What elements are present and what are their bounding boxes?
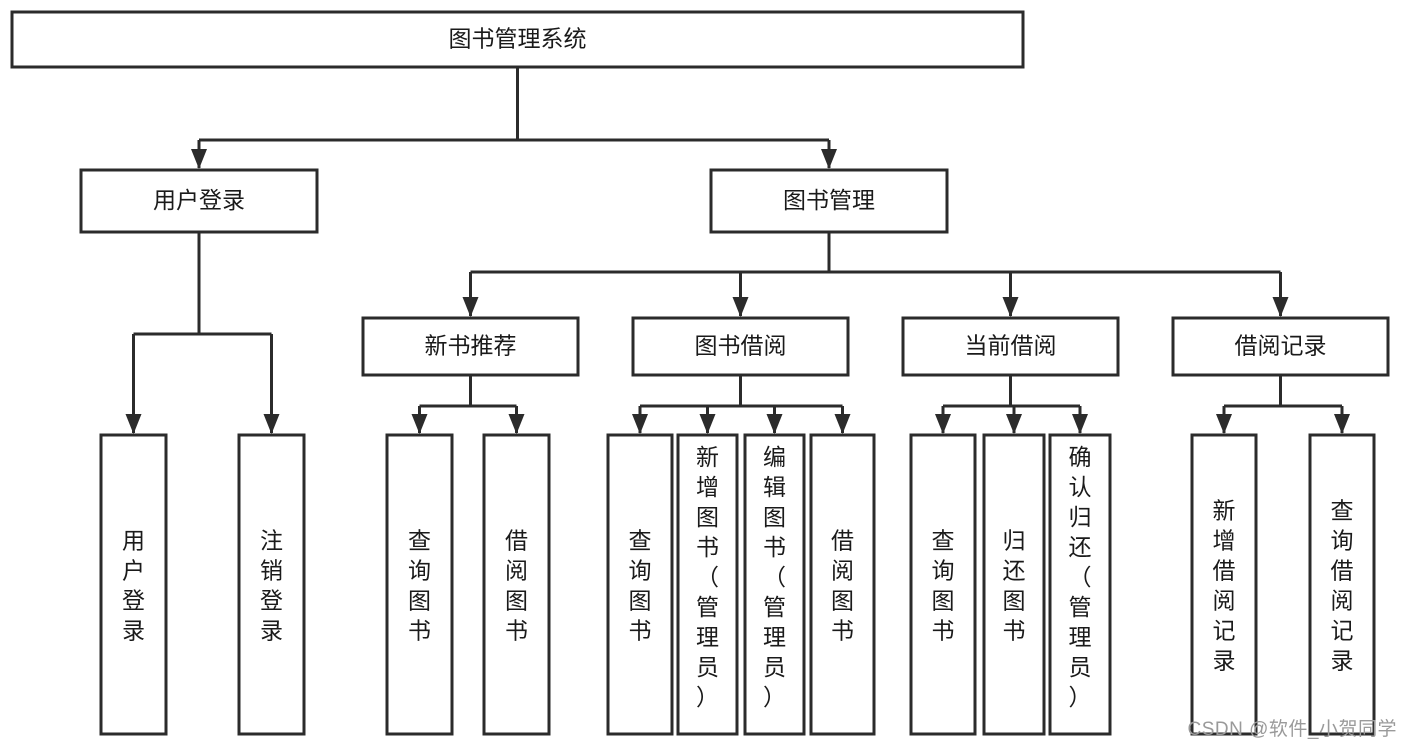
node-borrow-book-2[interactable]: 借阅图书 [809, 433, 876, 736]
node-label: 查询图书 [932, 528, 955, 644]
node-label: 查询借阅记录 [1331, 498, 1354, 674]
node-user-logout-leaf[interactable]: 注销登录 [237, 433, 306, 736]
node-label: 新书推荐 [425, 333, 517, 359]
node-label: 新增图书（管理员） [696, 444, 719, 710]
node-label: 图书管理系统 [449, 26, 587, 52]
node-borrow-record[interactable]: 借阅记录 [1171, 316, 1390, 377]
node-query-book-3[interactable]: 查询图书 [909, 433, 977, 736]
node-edit-book-admin[interactable]: 编辑图书（管理员） [743, 433, 806, 736]
node-label: 借阅记录 [1235, 333, 1327, 359]
node-add-borrow-record[interactable]: 新增借阅记录 [1190, 433, 1258, 736]
node-label: 查询图书 [408, 528, 431, 644]
node-label: 借阅图书 [505, 528, 528, 644]
node-book-management[interactable]: 图书管理 [709, 168, 949, 234]
node-query-borrow-record[interactable]: 查询借阅记录 [1308, 433, 1376, 736]
connectors-layer [125, 67, 1350, 434]
node-label: 借阅图书 [831, 528, 854, 644]
node-user-login-leaf[interactable]: 用户登录 [99, 433, 168, 736]
node-label: 注销登录 [260, 528, 283, 644]
node-label: 图书借阅 [695, 333, 787, 359]
node-label: 用户登录 [122, 528, 145, 644]
node-label: 当前借阅 [965, 333, 1057, 359]
node-confirm-return-admin[interactable]: 确认归还（管理员） [1048, 433, 1112, 736]
node-label: 确认归还（管理员） [1069, 444, 1092, 710]
node-label: 归还图书 [1003, 528, 1026, 644]
node-query-book-2[interactable]: 查询图书 [606, 433, 674, 736]
node-current-borrow[interactable]: 当前借阅 [901, 316, 1120, 377]
node-label: 编辑图书（管理员） [763, 444, 786, 710]
node-label: 图书管理 [783, 187, 875, 213]
node-query-book-1[interactable]: 查询图书 [385, 433, 454, 736]
node-new-book-recommend[interactable]: 新书推荐 [361, 316, 580, 377]
node-book-borrow[interactable]: 图书借阅 [631, 316, 850, 377]
node-label: 新增借阅记录 [1213, 498, 1236, 674]
node-root[interactable]: 图书管理系统 [10, 10, 1025, 69]
node-return-book[interactable]: 归还图书 [982, 433, 1046, 736]
node-label: 查询图书 [629, 528, 652, 644]
node-user-login[interactable]: 用户登录 [79, 168, 319, 234]
nodes-layer: 图书管理系统用户登录用户登录注销登录图书管理新书推荐查询图书借阅图书图书借阅查询… [10, 10, 1390, 736]
node-add-book-admin[interactable]: 新增图书（管理员） [676, 433, 739, 736]
node-label: 用户登录 [153, 187, 245, 213]
node-borrow-book-1[interactable]: 借阅图书 [482, 433, 551, 736]
